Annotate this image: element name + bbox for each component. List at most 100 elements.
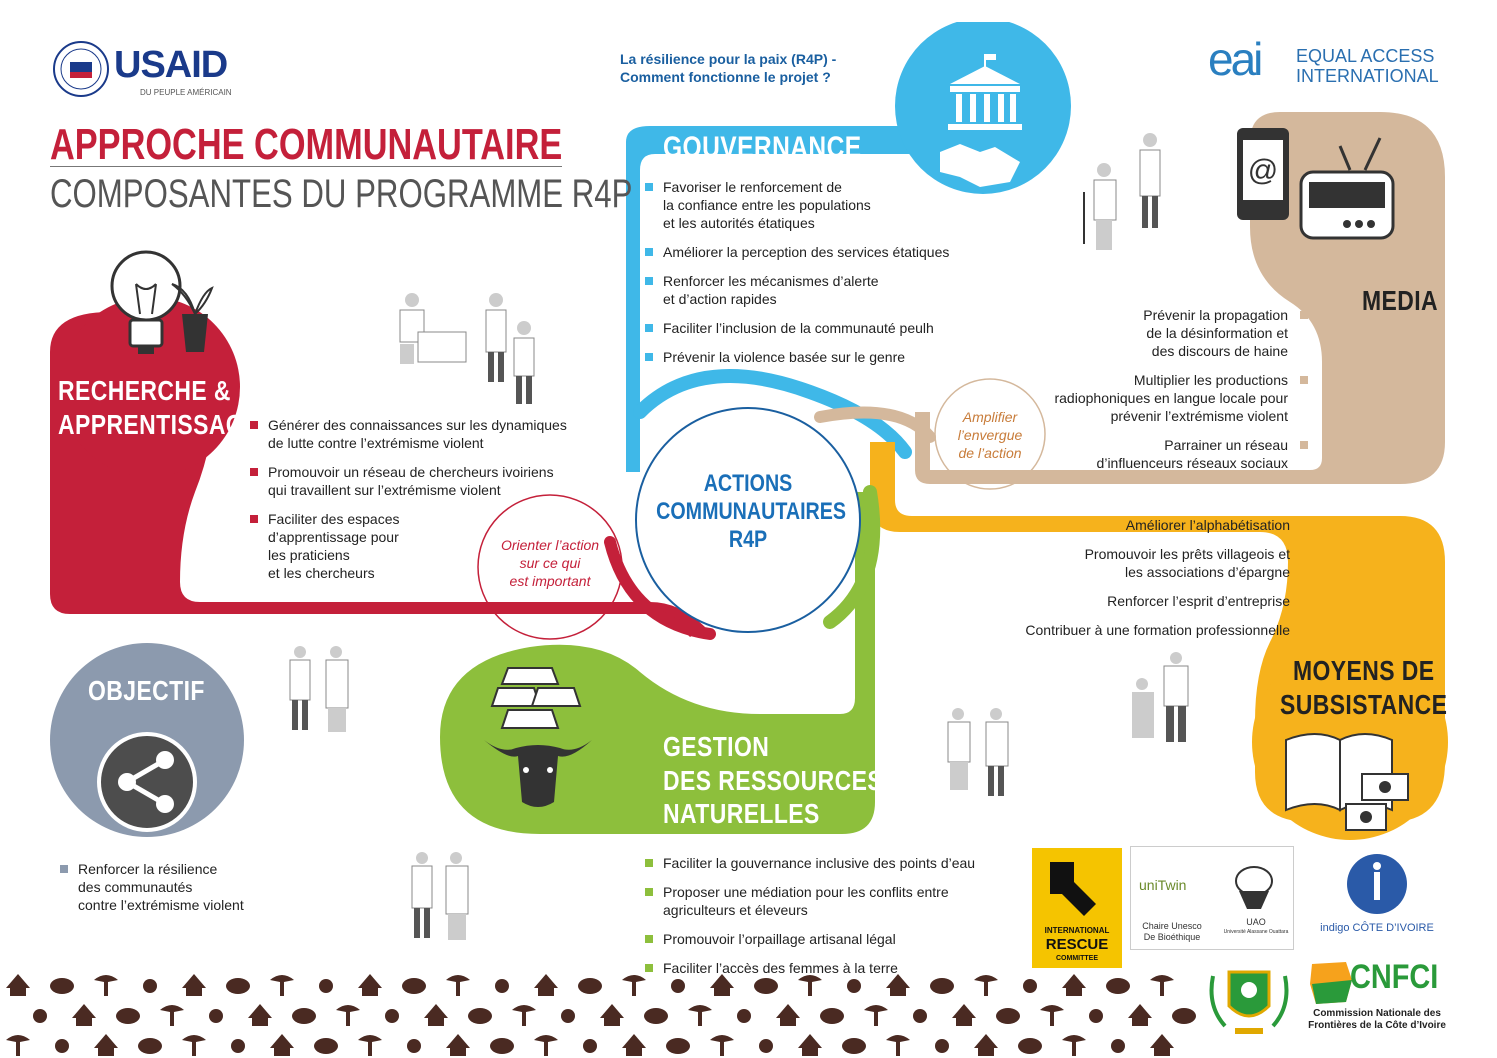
ressources-list: Faciliter la gouvernance inclusive des p… bbox=[643, 854, 1043, 988]
gouvernance-inner-arc bbox=[633, 369, 912, 459]
motif-shape bbox=[468, 1008, 492, 1024]
motif-shape bbox=[737, 1009, 751, 1023]
recherche-title-line1: RECHERCHE & bbox=[58, 375, 231, 406]
motif-shape bbox=[759, 1039, 773, 1053]
motif-shape bbox=[847, 979, 861, 993]
motif-shape bbox=[358, 1035, 382, 1056]
gouvernance-item: Renforcer les mécanismes d’alerte et d’a… bbox=[643, 272, 1013, 308]
motif-shape bbox=[6, 1035, 30, 1056]
indigo-logo: indigo CÔTE D’IVOIRE bbox=[1302, 852, 1452, 946]
motif-shape bbox=[952, 1004, 976, 1026]
recherche-note-circle bbox=[477, 494, 623, 640]
researchers-people-icon bbox=[399, 293, 535, 404]
center-label-line3: R4P bbox=[728, 526, 768, 553]
gouvernance-item: Améliorer la perception des services éta… bbox=[643, 243, 1013, 261]
eai-logo: eai EQUAL ACCESS INTERNATIONAL bbox=[1208, 33, 1458, 90]
project-question: La résilience pour la paix (R4P) - Comme… bbox=[620, 50, 836, 86]
uao-caption: UAO bbox=[1246, 917, 1266, 927]
motif-shape bbox=[1018, 1038, 1042, 1054]
motif-shape bbox=[1106, 978, 1130, 994]
motif-shape bbox=[495, 979, 509, 993]
motif-shape bbox=[407, 1039, 421, 1053]
gold-cattle-icon bbox=[484, 667, 592, 807]
objectif-item: Renforcer la résilience des communautés … bbox=[58, 860, 318, 914]
share-icon bbox=[118, 751, 174, 813]
recherche-item: Générer des connaissances sur les dynami… bbox=[248, 416, 618, 452]
motif-shape bbox=[1089, 1009, 1103, 1023]
motif-shape bbox=[182, 1035, 206, 1056]
motif-shape bbox=[1023, 979, 1037, 993]
cnfci-logo: CNFCI Commission Nationale des Frontière… bbox=[1302, 956, 1452, 1040]
motif-shape bbox=[583, 1039, 597, 1053]
motif-shape bbox=[226, 978, 250, 994]
motif-shape bbox=[209, 1009, 223, 1023]
motif-shape bbox=[996, 1008, 1020, 1024]
coat-of-arms-icon bbox=[1209, 970, 1289, 1034]
objectif-list: Renforcer la résilience des communautés … bbox=[58, 860, 318, 925]
uao-sub: Université Alassane Ouattara bbox=[1223, 929, 1289, 935]
recherche-inner-arc bbox=[604, 536, 716, 640]
family-people-icon bbox=[947, 708, 1009, 796]
ressources-title-line2: DES RESSOURCES bbox=[663, 764, 884, 796]
motif-shape bbox=[358, 974, 382, 996]
recherche-title: RECHERCHE & APPRENTISSAGE bbox=[58, 374, 260, 441]
project-question-line2: Comment fonctionne le projet ? bbox=[620, 69, 831, 85]
subsistance-title: MOYENS DE SUBSISTANCE bbox=[1280, 654, 1447, 721]
ressources-item: Proposer une médiation pour les conflits… bbox=[643, 883, 1043, 919]
motif-shape bbox=[270, 975, 294, 996]
eai-name-line2: INTERNATIONAL bbox=[1296, 66, 1439, 86]
motif-shape bbox=[385, 1009, 399, 1023]
motif-shape bbox=[160, 1005, 184, 1026]
usaid-logo: USAID DU PEUPLE AMÉRICAIN bbox=[52, 36, 252, 106]
motif-shape bbox=[512, 1005, 536, 1026]
media-note-circle bbox=[934, 378, 1046, 490]
motif-shape bbox=[842, 1038, 866, 1054]
motif-shape bbox=[974, 1034, 998, 1056]
motif-shape bbox=[6, 974, 30, 996]
irc-line1: INTERNATIONAL bbox=[1044, 926, 1110, 935]
motif-shape bbox=[754, 978, 778, 994]
ressources-item: Faciliter la gouvernance inclusive des p… bbox=[643, 854, 1043, 872]
irc-line2: RESCUE bbox=[1045, 936, 1109, 953]
motif-shape bbox=[72, 1004, 96, 1026]
objectif-title: OBJECTIF bbox=[88, 675, 205, 706]
motif-shape bbox=[1111, 1039, 1125, 1053]
motif-shape bbox=[666, 1038, 690, 1054]
ressources-title-line3: NATURELLES bbox=[663, 798, 820, 830]
media-note: Amplifier l’envergue de l’action bbox=[957, 409, 1023, 461]
cnfci-full: Commission Nationale des Frontières de l… bbox=[1308, 1008, 1446, 1031]
recherche-item: Promouvoir un réseau de chercheurs ivoir… bbox=[248, 463, 618, 499]
main-title: APPROCHE COMMUNAUTAIRE bbox=[50, 120, 563, 169]
svg-text:@: @ bbox=[1248, 154, 1278, 187]
subsistance-title-line2: SUBSISTANCE bbox=[1280, 688, 1448, 720]
motif-shape bbox=[561, 1009, 575, 1023]
motif-shape bbox=[55, 1039, 69, 1053]
usaid-seal-icon bbox=[53, 41, 109, 97]
subsistance-item: Promouvoir les prêts villageois et les a… bbox=[940, 545, 1312, 581]
recherche-list: Générer des connaissances sur les dynami… bbox=[248, 416, 618, 593]
gouvernance-title: GOUVERNANCE bbox=[663, 131, 862, 164]
media-item: Prévenir la propagation de la désinforma… bbox=[990, 306, 1310, 360]
media-item: Multiplier les productions radiophonique… bbox=[990, 371, 1310, 425]
project-question-line1: La résilience pour la paix (R4P) - bbox=[620, 51, 837, 67]
recherche-title-line2: APPRENTISSAGE bbox=[58, 408, 260, 440]
motif-shape bbox=[1150, 1034, 1174, 1056]
media-icon: @ bbox=[1237, 128, 1395, 240]
motif-shape bbox=[913, 1009, 927, 1023]
motif-shape bbox=[182, 974, 206, 996]
gouvernance-icon bbox=[940, 54, 1022, 187]
motif-shape bbox=[1172, 1008, 1196, 1024]
background-panel: USAID DU PEUPLE AMÉRICAIN La résilience … bbox=[0, 22, 1497, 1058]
motif-shape bbox=[446, 975, 470, 996]
gouvernance-item: Prévenir la violence basée sur le genre bbox=[643, 348, 1013, 366]
motif-shape bbox=[622, 1034, 646, 1056]
ressources-inner-arc bbox=[823, 485, 881, 629]
motif-shape bbox=[1150, 975, 1174, 996]
unitwin-uao-logo: uniTwin Chaire Unesco De Bioéthique UAO … bbox=[1130, 846, 1294, 950]
motif-shape bbox=[292, 1008, 316, 1024]
media-title: MEDIA bbox=[1362, 285, 1439, 316]
irc-arrow-icon bbox=[1050, 862, 1096, 916]
recherche-item: Faciliter des espaces d’apprentissage po… bbox=[248, 510, 618, 582]
motif-shape bbox=[1062, 1035, 1086, 1056]
